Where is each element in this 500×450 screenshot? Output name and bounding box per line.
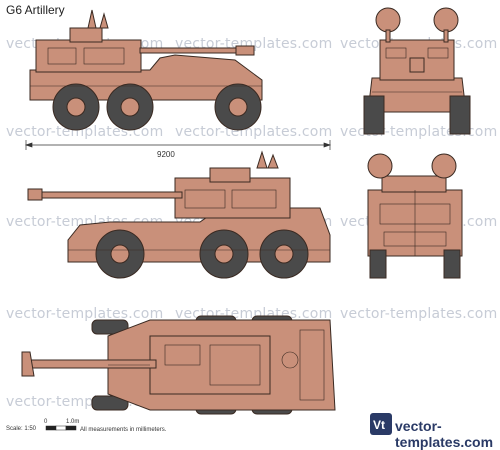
logo-mark: Vt bbox=[373, 418, 385, 432]
side-view-right bbox=[29, 9, 263, 131]
top-view bbox=[21, 315, 336, 415]
vt-logo-icon: Vt bbox=[370, 413, 392, 435]
watermark: vector-templates.com bbox=[6, 306, 164, 322]
scale-bar bbox=[45, 425, 77, 431]
rear-view bbox=[367, 153, 463, 279]
watermark: vector-templates.com bbox=[175, 124, 333, 140]
dimension-line bbox=[24, 140, 332, 150]
scale-one-meter: 1.0m bbox=[66, 419, 80, 425]
scale-note: All measurements in millimeters. bbox=[80, 427, 167, 433]
logo-text: vector-templates.com bbox=[395, 418, 494, 450]
side-view-left bbox=[27, 150, 331, 279]
length-dimension: 9200 bbox=[157, 150, 175, 159]
watermark: vector-templates.com bbox=[340, 306, 498, 322]
scale-zero: 0 bbox=[44, 419, 48, 425]
page-title: G6 Artillery bbox=[6, 3, 65, 17]
front-view bbox=[363, 7, 471, 135]
scale-ratio: Scale: 1:50 bbox=[6, 426, 37, 432]
